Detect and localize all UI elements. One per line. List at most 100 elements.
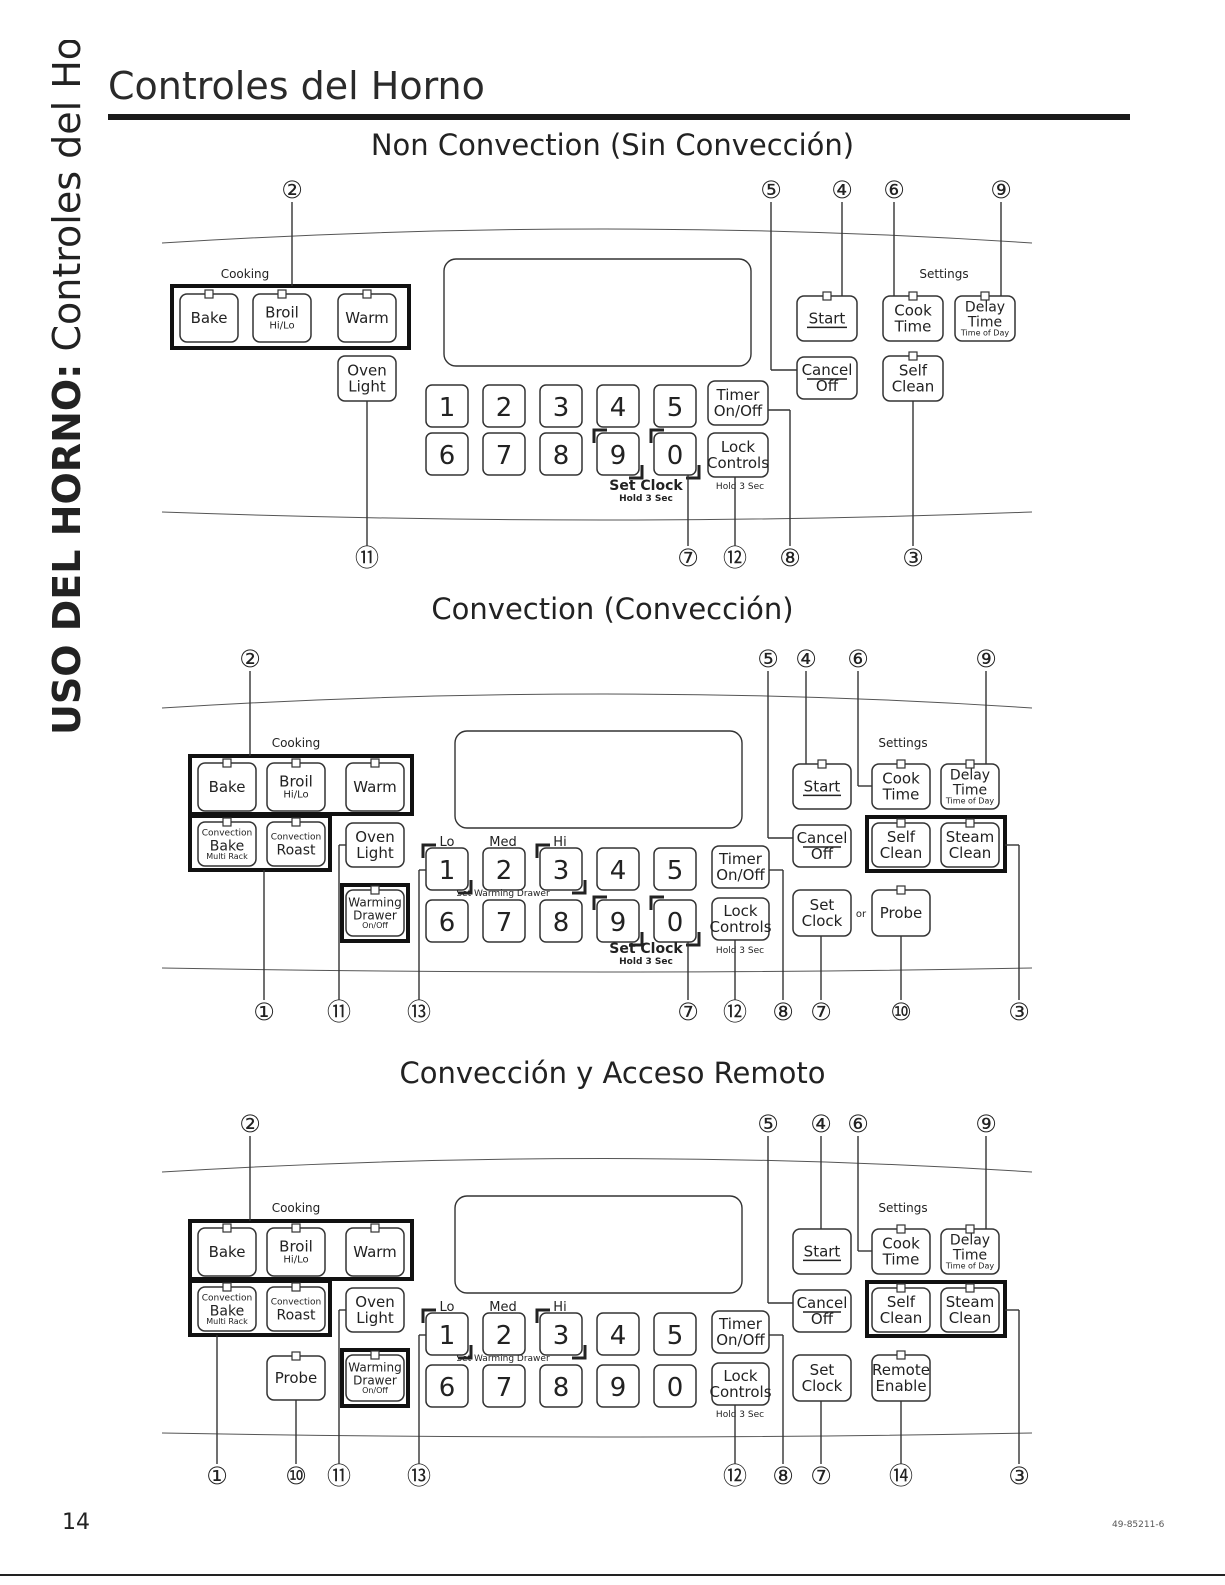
callout-number: ⑫ [723, 1462, 747, 1490]
bake-button[interactable]: Bake [197, 1227, 257, 1277]
warm-button[interactable]: Warm [337, 293, 397, 343]
digit-button-3[interactable]: 3 [535, 843, 587, 895]
digit-label: 8 [553, 908, 570, 938]
callout-number: ⑤ [757, 645, 779, 673]
callout-number: ⑨ [975, 645, 997, 673]
digit-label: 8 [553, 441, 570, 471]
digit-button-2[interactable]: 2 [482, 384, 526, 428]
warming-drawer-button-label: On/Off [362, 921, 388, 930]
probe-button[interactable]: Probe [266, 1355, 326, 1401]
digit-button-9[interactable]: 9 [592, 428, 644, 480]
warm-button[interactable]: Warm [345, 762, 405, 812]
convection-roast-button-label: Convection [271, 833, 322, 843]
start-button[interactable]: Start [792, 763, 852, 810]
warm-button[interactable]: Warm [345, 1227, 405, 1277]
digit-button-5[interactable]: 5 [653, 1312, 697, 1356]
digit-highlight [421, 843, 436, 858]
steam-clean-button-label: Steam [946, 828, 994, 846]
digit-button-1[interactable]: 1 [421, 1308, 473, 1360]
digit-button-2[interactable]: 2 [482, 847, 526, 891]
digit-button-6[interactable]: 6 [425, 432, 469, 476]
panel-top-edge [161, 1158, 1033, 1173]
digit-button-7[interactable]: 7 [482, 432, 526, 476]
digit-button-0[interactable]: 0 [649, 895, 701, 947]
digit-button-3[interactable]: 3 [535, 1308, 587, 1360]
digit-button-8[interactable]: 8 [539, 432, 583, 476]
digit-button-4[interactable]: 4 [596, 384, 640, 428]
probe-button[interactable]: Probe [871, 889, 931, 937]
digit-outline [482, 899, 526, 943]
digit-button-0[interactable]: 0 [649, 428, 701, 480]
digit-highlight [535, 1308, 550, 1323]
digit-button-6[interactable]: 6 [425, 1364, 469, 1408]
digit-button-6[interactable]: 6 [425, 899, 469, 943]
digit-button-7[interactable]: 7 [482, 899, 526, 943]
bake-button[interactable]: Bake [197, 762, 257, 812]
digit-button-9[interactable]: 9 [596, 1364, 640, 1408]
digit-button-2[interactable]: 2 [482, 1312, 526, 1356]
digit-button-0[interactable]: 0 [653, 1364, 697, 1408]
lock-hold-label: Hold 3 Sec [716, 946, 764, 956]
warming-drawer-button-label: Warming [348, 1360, 401, 1374]
bake-button-label: Bake [209, 778, 246, 796]
self-clean-button-label: Clean [892, 378, 935, 396]
timer-button-outline [711, 845, 770, 889]
digit-button-1[interactable]: 1 [421, 843, 473, 895]
indicator-light [291, 817, 301, 827]
digit-button-3[interactable]: 3 [539, 384, 583, 428]
broil-button-label: Broil [279, 773, 313, 791]
digit-button-5[interactable]: 5 [653, 847, 697, 891]
digit-button-4[interactable]: 4 [596, 847, 640, 891]
bake-button[interactable]: Bake [179, 293, 239, 343]
delay-time-button-label: Delay [950, 1233, 990, 1249]
digit-button-4[interactable]: 4 [596, 1312, 640, 1356]
digit-button-1[interactable]: 1 [425, 384, 469, 428]
digit-button-7[interactable]: 7 [482, 1364, 526, 1408]
digit-button-9[interactable]: 9 [592, 895, 644, 947]
digit-button-8[interactable]: 8 [539, 1364, 583, 1408]
digit-label: 2 [496, 393, 513, 423]
start-button[interactable]: Start [792, 1228, 852, 1275]
callout-number: ⑧ [779, 544, 801, 572]
digit-button-8[interactable]: 8 [539, 899, 583, 943]
side-tab-text: USO DEL HORNO: Controles del Horno [45, 40, 89, 735]
start-button[interactable]: Start [796, 295, 858, 342]
digit-highlight [535, 843, 550, 858]
digit-button-5[interactable]: 5 [653, 384, 697, 428]
